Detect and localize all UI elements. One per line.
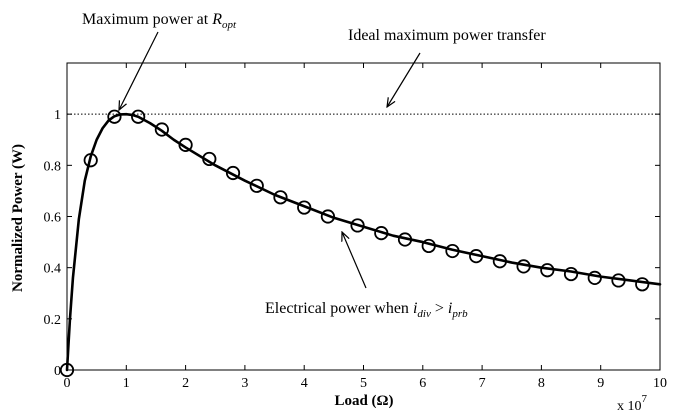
x-tick-label: 3: [241, 376, 248, 391]
x-tick-label: 5: [360, 376, 367, 391]
data-point-marker: [421, 238, 436, 254]
data-point-marker: [563, 266, 579, 282]
annotation-max-power: Maximum power at Ropt: [82, 11, 237, 31]
annotation-max-power-symbol: R: [211, 11, 222, 28]
y-tick-label: 0.2: [44, 313, 62, 328]
x-tick-label: 4: [301, 376, 308, 391]
data-point-marker: [469, 249, 484, 264]
data-point-marker: [273, 190, 288, 205]
x-multiplier-base: x 10: [617, 399, 642, 414]
data-point-marker: [374, 226, 389, 241]
plot-area-border: [66, 62, 661, 371]
x-axis-multiplier: x 107: [617, 393, 648, 414]
data-point-marker: [397, 232, 413, 247]
annotation-electrical-var2: i: [448, 300, 452, 317]
annotation-electrical-sub2: prb: [451, 308, 468, 320]
x-tick-label: 9: [597, 376, 604, 391]
x-axis-label: Load (Ω): [334, 393, 393, 409]
data-point-marker: [350, 218, 365, 233]
data-point-marker: [445, 243, 460, 259]
x-tick-label: 2: [182, 376, 189, 391]
data-point-marker: [320, 209, 336, 224]
x-multiplier-exponent: 7: [642, 393, 648, 405]
data-point-marker: [154, 122, 169, 137]
data-point-marker: [611, 273, 626, 288]
annotation-ideal: Ideal maximum power transfer: [348, 27, 546, 44]
arrow-max-power: [119, 31, 159, 110]
x-tick-label: 7: [479, 376, 486, 391]
annotation-electrical-var1: i: [413, 300, 417, 317]
arrow-ideal: [387, 52, 421, 107]
plot-frame: [66, 62, 661, 371]
data-point-marker: [59, 362, 75, 378]
annotation-max-power-text: Maximum power at: [82, 11, 212, 28]
x-tick-label: 6: [419, 376, 426, 391]
series-layer: [59, 109, 662, 378]
data-point-marker: [587, 270, 602, 285]
x-tick-label: 0: [64, 376, 71, 391]
data-point-marker: [131, 109, 146, 124]
y-tick-label: 0.4: [44, 262, 62, 277]
data-point-marker: [83, 153, 98, 168]
arrow-electrical: [342, 232, 367, 289]
y-tick-label: 0.6: [44, 211, 62, 226]
data-point-marker: [225, 165, 241, 181]
annotation-electrical-op: >: [431, 300, 448, 317]
data-point-marker: [202, 151, 217, 167]
x-tick-label: 1: [123, 376, 130, 391]
annotation-electrical-sub1: div: [417, 308, 431, 320]
data-point-marker: [297, 200, 312, 215]
annotation-electrical-text: Electrical power when: [265, 300, 413, 317]
y-tick-label: 1: [54, 108, 61, 123]
data-point-marker: [540, 263, 555, 278]
data-point-marker: [635, 277, 650, 292]
power-curve-line: [65, 112, 662, 372]
x-tick-label: 10: [653, 376, 667, 391]
data-point-marker: [516, 259, 531, 274]
ticks-layer: 0 1 2 3 4 5 6 7 8 9 10 0 0.2 0.4 0.6 0.8 1: [44, 63, 667, 391]
data-point-marker: [178, 137, 193, 152]
x-tick-label: 8: [538, 376, 545, 391]
annotation-max-power-subscript: opt: [222, 19, 237, 31]
data-point-marker: [492, 254, 507, 269]
annotation-electrical: Electrical power when idiv > iprb: [265, 300, 468, 320]
y-axis-label: Normalized Power (W): [10, 144, 26, 292]
data-point-marker: [107, 109, 122, 124]
y-tick-label: 0: [54, 364, 61, 379]
y-tick-label: 0.8: [44, 159, 62, 174]
data-point-marker: [249, 178, 264, 193]
